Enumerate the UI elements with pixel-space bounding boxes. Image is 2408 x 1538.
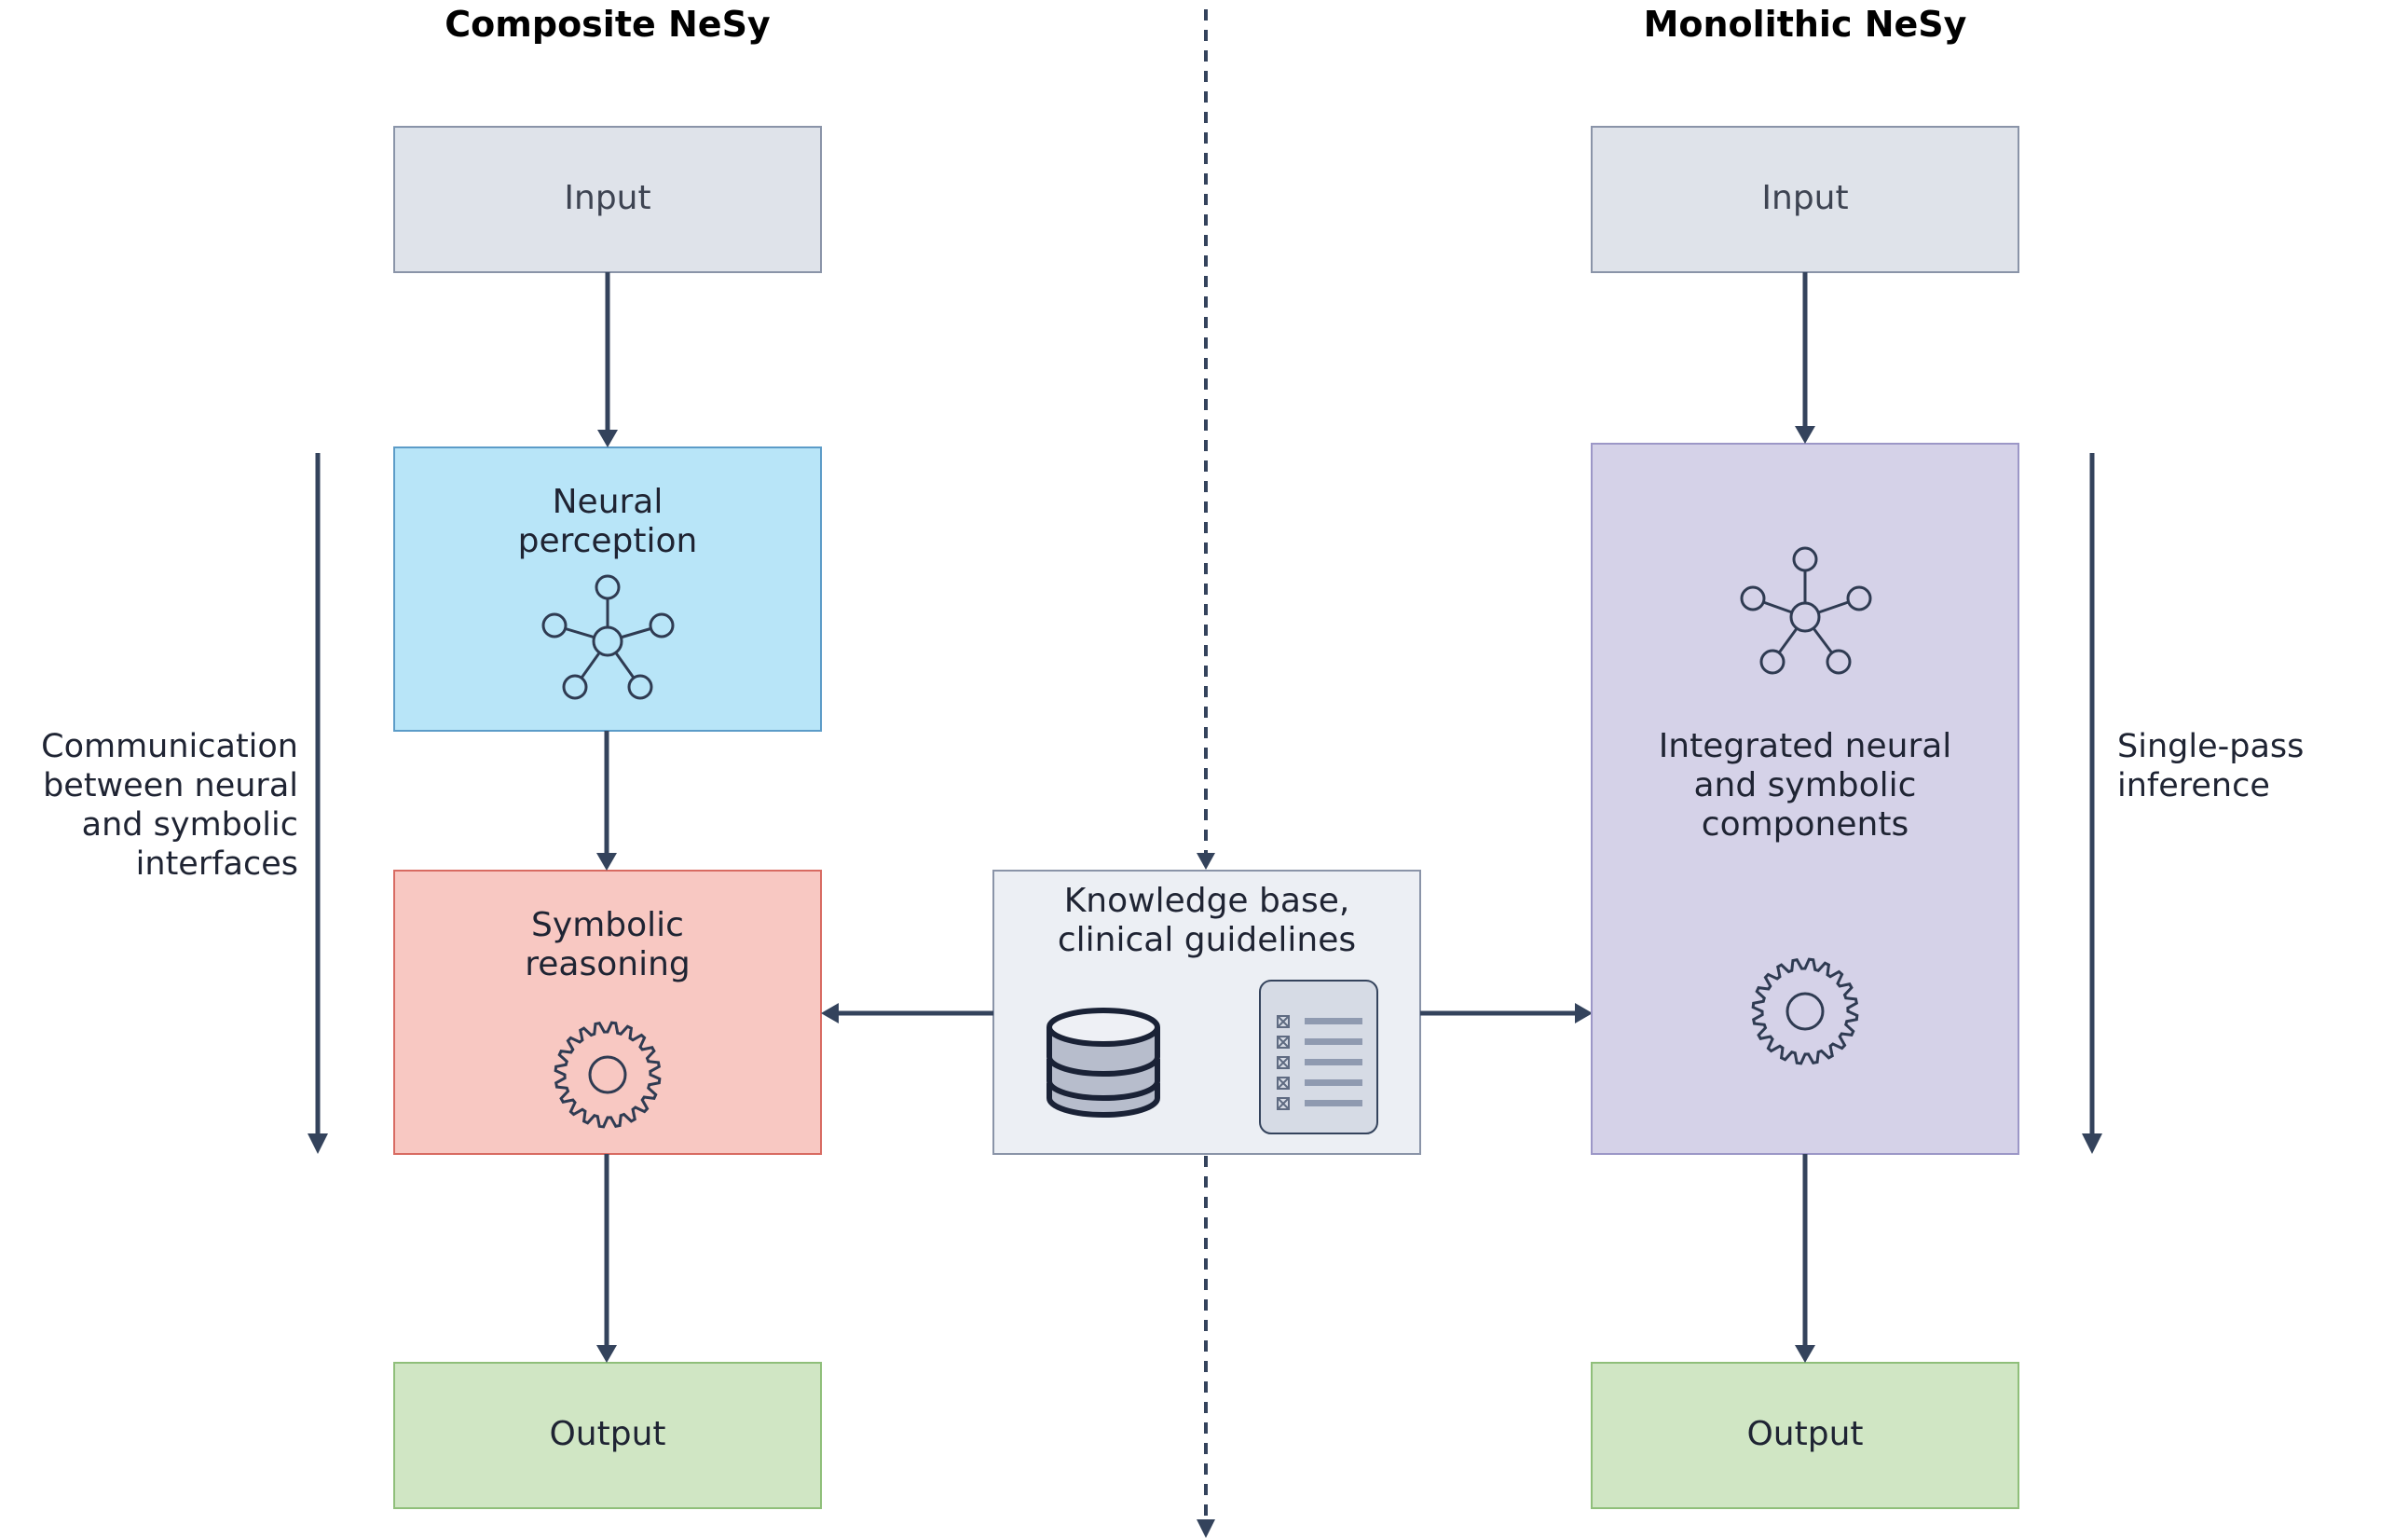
communication-line-3: and symbolic [81,806,298,844]
arrowhead-symbolic [596,853,617,871]
database-icon [1047,1008,1160,1118]
knowledge-line-2: clinical guidelines [1057,921,1357,959]
composite-input-box [393,126,822,273]
single-pass-arrowhead [2082,1133,2102,1154]
monolithic-output-box [1591,1362,2019,1509]
communication-line-1: Communication [41,728,298,765]
symbolic-reasoning-label: Symbolic reasoning [394,906,821,984]
composite-output-box [393,1362,822,1509]
symbolic-line-1: Symbolic [531,906,684,944]
gear-icon-mono [1751,957,1859,1065]
symbolic-reasoning-box [393,870,822,1155]
communication-arrowhead [308,1133,328,1154]
network-node-icon [541,574,675,700]
arrowhead-output [596,1345,617,1363]
single-pass-line-1: Single-pass [2117,728,2305,765]
monolithic-input-label: Input [1761,179,1849,217]
composite-input-label: Input [564,179,651,217]
network-node-icon-mono [1740,546,1872,675]
knowledge-base-label: Knowledge base, clinical guidelines [993,882,1420,960]
monolithic-output-label: Output [1746,1415,1864,1453]
knowledge-line-1: Knowledge base, [1063,882,1350,920]
composite-heading: Composite NeSy [445,4,771,45]
integrated-line-1: Integrated neural [1658,727,1952,765]
communication-line-4: interfaces [135,845,298,883]
arrowhead-integrated [1795,426,1815,444]
monolithic-input-box [1591,126,2019,273]
neural-line-2: perception [517,522,698,560]
gear-icon [554,1021,662,1129]
integrated-line-3: components [1701,805,1909,844]
arrowhead-kb-symbolic [821,1003,839,1023]
symbolic-line-2: reasoning [525,945,691,983]
neural-perception-label: Neural perception [394,483,821,561]
communication-line-2: between neural [43,767,298,804]
arrowhead-neural [597,430,618,447]
arrowhead-mono-output [1795,1345,1815,1363]
integrated-components-label: Integrated neural and symbolic component… [1592,727,2018,845]
monolithic-heading: Monolithic NeSy [1643,4,1967,45]
neural-line-1: Neural [552,483,664,521]
communication-label: Communication between neural and symboli… [19,727,298,884]
single-pass-line-2: inference [2117,767,2270,804]
single-pass-label: Single-pass inference [2117,727,2378,805]
integrated-line-2: and symbolic [1693,766,1917,804]
composite-output-label: Output [549,1415,666,1453]
divider-arrowhead-top [1197,853,1215,870]
divider-arrowhead-bottom [1197,1519,1215,1538]
checklist-document-icon [1259,980,1378,1134]
arrowhead-kb-integrated [1575,1003,1593,1023]
